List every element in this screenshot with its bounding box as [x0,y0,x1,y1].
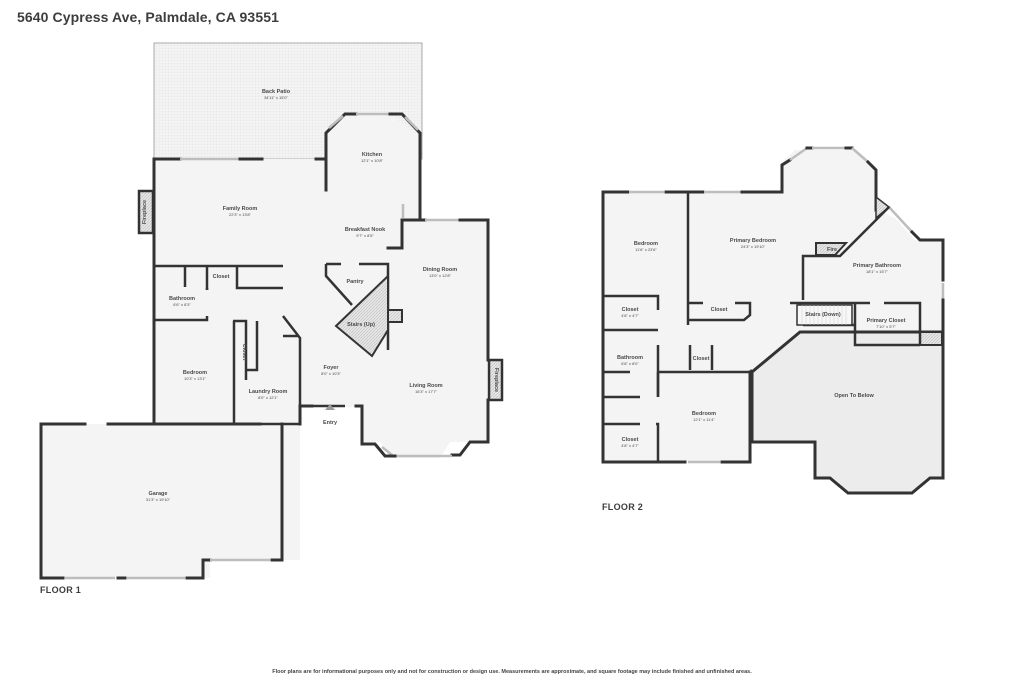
room-fireplace-left: Fireplace [142,200,148,224]
room-stairs-down: Stairs (Down) [805,312,841,318]
room-pantry: Pantry [346,279,364,285]
room-primary-closet: Primary Closet [867,318,906,324]
room-primary-bedroom: Primary Bedroom [730,238,776,244]
room-fire: Fire [827,247,837,253]
room-bedroom: Bedroom [183,370,207,376]
room-family-room: Family Room [223,206,258,212]
room-bathroom: Bathroom [169,296,195,302]
room-closet-c: Closet [693,356,710,362]
room-closet-b: Closet [711,307,728,313]
room-stairs-up: Stairs (Up) [347,322,375,328]
room-dim: 22'3" x 13'8" [229,212,252,217]
entry-arrow-icon [325,404,335,410]
room-dim: 8'0" x 10'3" [321,371,341,376]
page-title: 5640 Cypress Ave, Palmdale, CA 93551 [17,9,279,25]
room-dim: 6'6" x 8'3" [173,302,191,307]
room-primary-bathroom: Primary Bathroom [853,263,901,269]
room-dim: 16'3" x 17'7" [415,389,438,394]
room-back-patio: Back Patio [262,89,291,95]
room-dim: 8'0" x 12'1" [258,395,278,400]
room-fireplace-right: Fireplace [493,368,499,392]
room-dim: 9'7" x 8'5" [356,233,374,238]
room-dim: 12'1" x 11'4" [693,417,715,422]
room-entry: Entry [323,420,338,426]
room-dim: 12'1" x 10'8" [361,158,384,163]
room-foyer: Foyer [324,365,340,371]
room-dim: 10'3" x 13'1" [184,376,207,381]
floor-1-label: FLOOR 1 [40,585,82,595]
room-dim: 31'3" x 19'10" [146,497,171,502]
room-bathroom-2: Bathroom [617,355,643,361]
room-dining-room: Dining Room [423,267,457,273]
room-garage: Garage [149,491,168,497]
floor-2-label: FLOOR 2 [602,502,644,512]
room-closet-d: Closet [622,437,639,443]
room-living-room: Living Room [409,383,442,389]
room-dim: 18'1" x 15'7" [866,269,889,274]
room-open-to-below: Open To Below [834,393,874,399]
open-to-below-area [750,330,945,495]
room-dim: 6'8" x 8'0" [621,361,639,366]
room-laundry-room: Laundry Room [249,389,288,395]
room-bedroom-b: Bedroom [692,411,716,417]
room-dim: 34'11" x 15'0" [264,95,288,100]
room-dim: 11'6" x 23'6" [635,247,657,252]
room-kitchen: Kitchen [362,152,383,158]
room-closet-2: Closet [241,344,247,361]
room-dim: 24'3" x 19'10" [741,244,766,249]
room-closet: Closet [213,274,230,280]
room-dim: 7'10" x 5'7" [876,324,896,329]
room-dim: 4'8" x 4'7" [621,443,639,448]
room-dim: 4'8" x 4'7" [621,313,639,318]
room-dim: 13'0" x 12'8" [429,273,452,278]
floor-2-plan [601,146,945,495]
room-closet-a: Closet [622,307,639,313]
floor-1-plan [39,42,504,580]
disclaimer: Floor plans are for informational purpos… [272,669,752,675]
room-bedroom-a: Bedroom [634,241,658,247]
room-breakfast-nook: Breakfast Nook [345,227,386,233]
